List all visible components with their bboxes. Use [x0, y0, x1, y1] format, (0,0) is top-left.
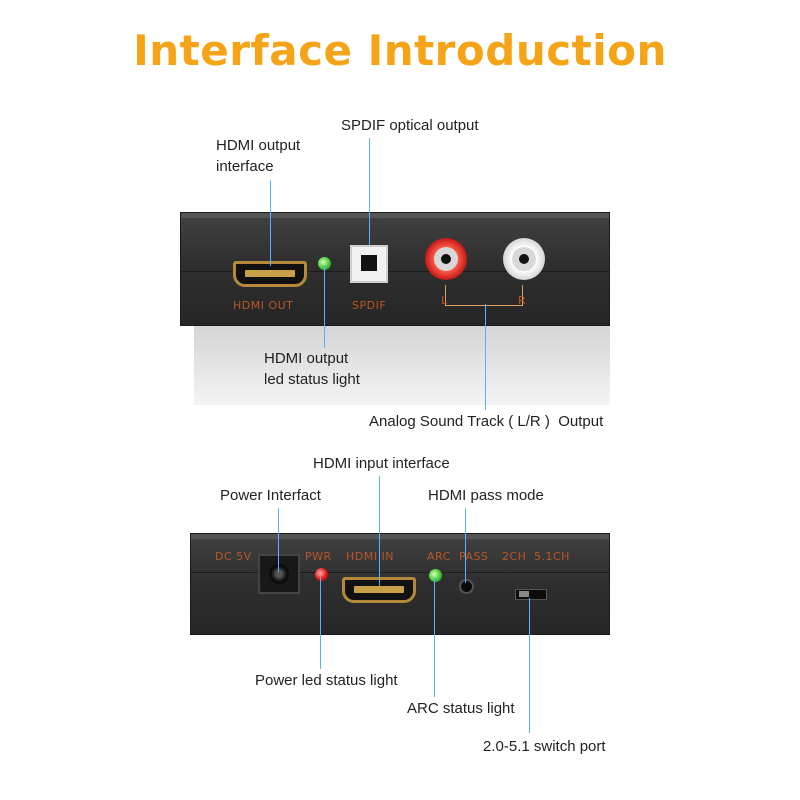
- label-spdif-optical-output: SPDIF optical output: [341, 117, 479, 134]
- silk-spdif: SPDIF: [352, 299, 387, 312]
- rca-left-port: [425, 238, 467, 280]
- label-power-led: Power led status light: [255, 672, 398, 689]
- silk-r: R: [518, 294, 527, 307]
- silk-pwr: PWR: [305, 550, 332, 563]
- silk-l: L: [441, 294, 448, 307]
- label-hdmi-output-interface: HDMI output interface: [216, 137, 301, 175]
- dc-power-jack: [258, 554, 300, 594]
- callout-pass-mode: [465, 508, 466, 583]
- callout-hdmi-led: [324, 265, 325, 348]
- spdif-optical-port: [350, 245, 388, 283]
- callout-hdmi-output: [270, 180, 271, 266]
- callout-switch: [529, 598, 530, 733]
- channel-switch: [515, 589, 547, 600]
- label-analog-sound-track: Analog Sound Track ( L/R ) Output: [369, 413, 604, 430]
- callout-power: [278, 508, 279, 572]
- callout-analog: [485, 304, 486, 410]
- power-led: [315, 568, 328, 581]
- arc-led: [429, 569, 442, 582]
- hdmi-output-led: [318, 257, 331, 270]
- bottom-device-panel: DC 5V PWR HDMI IN ARC PASS 2CH 5.1CH: [190, 533, 610, 635]
- label-hdmi-output-led: HDMI output led status light: [264, 350, 360, 388]
- silk-hdmi-out: HDMI OUT: [233, 299, 294, 312]
- page-title: Interface Introduction: [133, 26, 667, 75]
- silk-arc: ARC: [427, 550, 451, 563]
- silk-pass: PASS: [459, 550, 489, 563]
- label-power-interface: Power Interfact: [220, 487, 321, 504]
- silk-hdmi-in: HDMI IN: [346, 550, 394, 563]
- label-switch-port: 2.0-5.1 switch port: [483, 738, 606, 755]
- callout-power-led: [320, 577, 321, 669]
- rca-right-port: [503, 238, 545, 280]
- label-arc-status-light: ARC status light: [407, 700, 515, 717]
- label-hdmi-input-interface: HDMI input interface: [313, 455, 450, 472]
- silk-5-1ch: 5.1CH: [534, 550, 570, 563]
- callout-spdif: [369, 138, 370, 246]
- top-device-panel: HDMI OUT SPDIF L R: [180, 212, 610, 326]
- callout-hdmi-input: [379, 476, 380, 586]
- top-panel-shadow: [194, 325, 610, 405]
- callout-arc-led: [434, 578, 435, 697]
- silk-2ch: 2CH: [502, 550, 527, 563]
- pass-mode-button: [459, 579, 474, 594]
- silk-dc-5v: DC 5V: [215, 550, 252, 563]
- lr-bracket: [445, 285, 523, 306]
- label-hdmi-pass-mode: HDMI pass mode: [428, 487, 544, 504]
